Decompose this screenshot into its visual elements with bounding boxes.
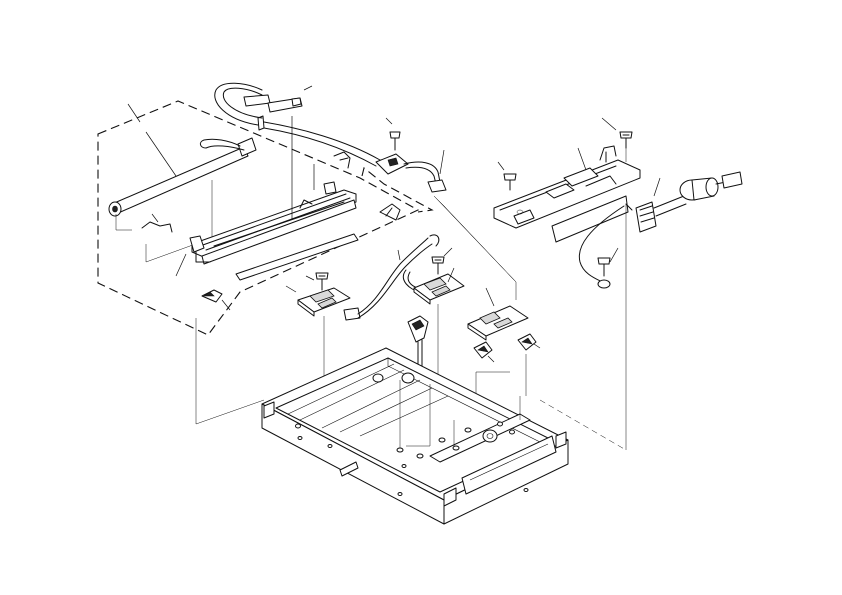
leader-ground [609, 247, 619, 263]
connector-board [375, 153, 447, 193]
leader-reg-board [285, 285, 297, 293]
leader-screw-cover [601, 117, 617, 131]
cable-tie-right [517, 333, 537, 351]
leader-relay [397, 249, 401, 261]
assembly-boundary [97, 100, 420, 336]
leader-tie-center [487, 355, 495, 363]
leader-scanner [175, 253, 187, 277]
sensor-board-left [413, 273, 465, 305]
screw-center [431, 256, 445, 275]
cable-tie-center [473, 341, 493, 359]
wire-clamp [379, 203, 401, 221]
leader-sensor-right [485, 287, 495, 307]
scanner-cover-bracket [493, 145, 641, 243]
guide-connector-long [433, 195, 517, 283]
lamp-stay-spring [141, 221, 173, 233]
scanner-frame [261, 347, 569, 525]
relay-harness [343, 234, 440, 321]
lamp-regulator-board [297, 287, 351, 317]
clip-left [201, 289, 223, 303]
guide-lamp [115, 214, 132, 231]
screw-bracket-left [503, 173, 517, 191]
leader-harness [303, 85, 313, 91]
leader-assembly [127, 103, 141, 123]
screw-upper [389, 131, 401, 151]
leader-sensor-left [447, 267, 455, 283]
leader-screw-upper [385, 117, 393, 125]
leader-ferrite [653, 177, 661, 197]
screw-cover [619, 131, 633, 149]
guide-spring [145, 180, 213, 263]
guide-frame-4 [406, 384, 431, 447]
guide-right-dash [539, 399, 627, 451]
leader-connector [439, 149, 445, 175]
screw-left [315, 272, 329, 291]
lamp-harness-assembly [214, 82, 381, 167]
leader-bracket [577, 147, 587, 171]
assembly-boundary-inner [361, 167, 434, 213]
scanner-guide-rail [235, 233, 359, 281]
leader-lamp [145, 131, 177, 177]
leader-clip [221, 299, 231, 311]
leader-tie-right [533, 343, 541, 349]
ferrite-harness [625, 171, 743, 233]
sensor-board-right [467, 305, 529, 341]
leader-screw-bracket [497, 161, 505, 171]
exposure-lamp [108, 137, 257, 217]
leader-spring [151, 213, 159, 223]
leader-screw-left [305, 275, 315, 281]
guide-left-long [195, 318, 265, 425]
leader-screw-center [443, 247, 453, 257]
lamp-connector-bracket [333, 151, 351, 169]
first-scanner [189, 181, 357, 265]
ground-screw [578, 205, 625, 289]
